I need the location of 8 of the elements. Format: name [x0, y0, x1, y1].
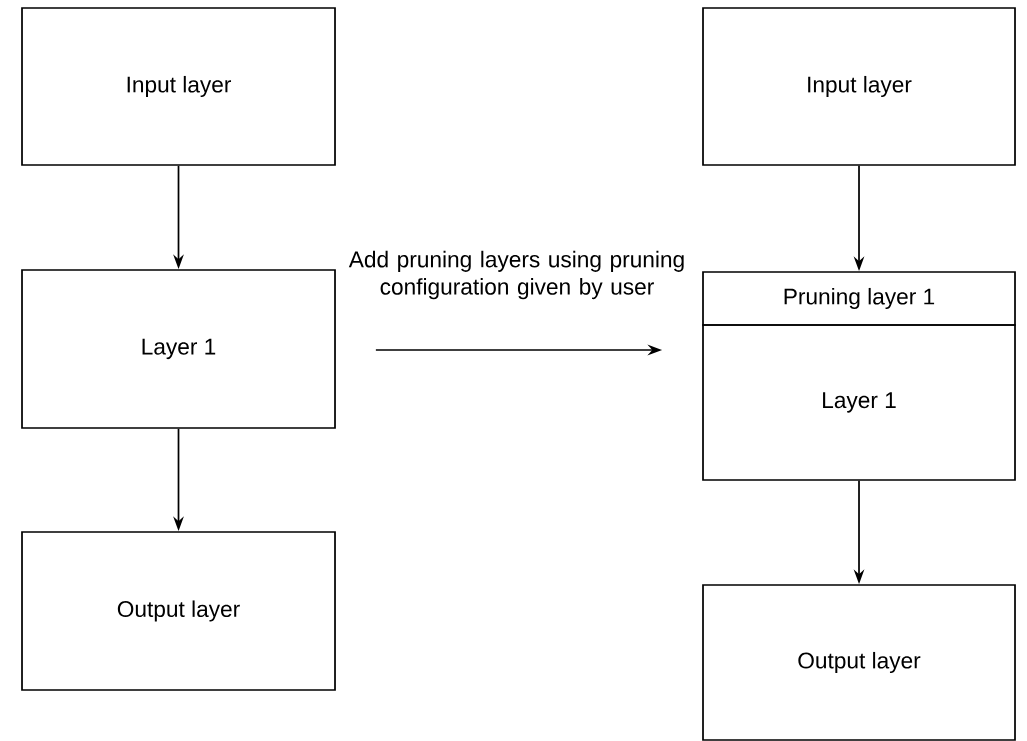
- edge-label: Add pruning layers using pruning configuration given by user: [345, 249, 689, 301]
- layer-box: Layer 1: [702, 324, 1016, 481]
- layer-box: Layer 1: [21, 269, 336, 429]
- layer-box: Output layer: [702, 584, 1016, 741]
- layer-box: Input layer: [21, 7, 336, 166]
- layer-box: Input layer: [702, 7, 1016, 166]
- layer-box: Output layer: [21, 531, 336, 691]
- layer-box: Pruning layer 1: [702, 271, 1016, 326]
